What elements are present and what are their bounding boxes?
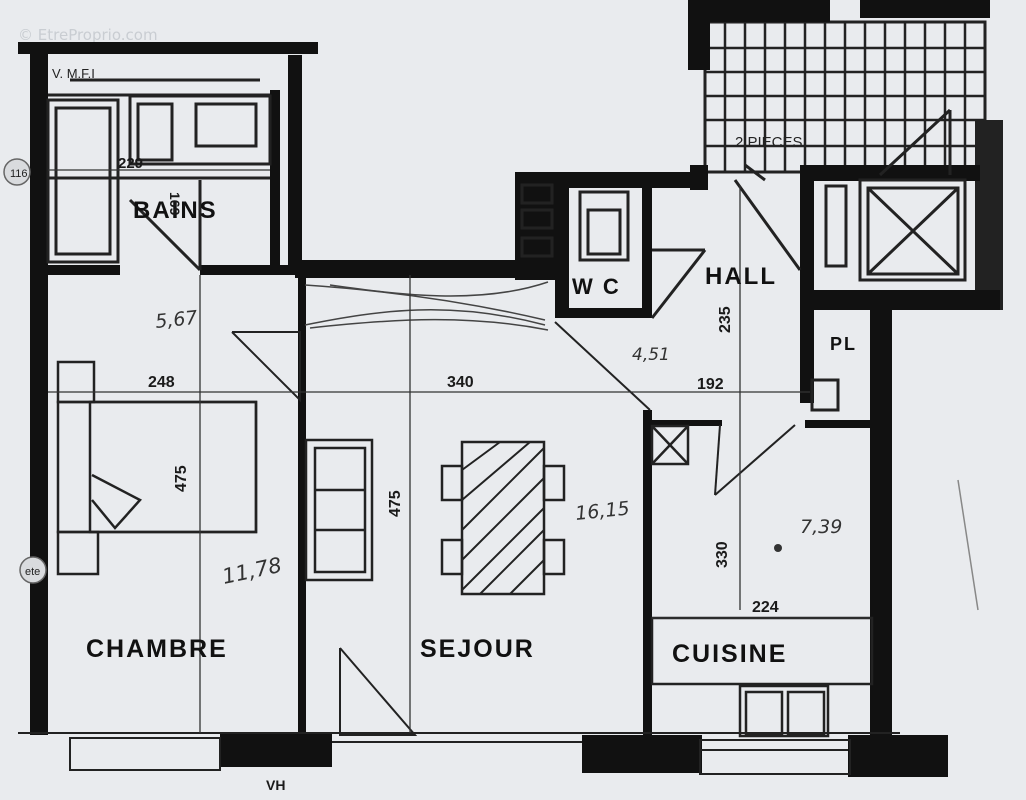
walls [18, 42, 1000, 777]
stairwell-grid [688, 0, 1003, 310]
dim-cuisine-width: 224 [752, 599, 779, 616]
dim-sejour-depth: 475 [387, 490, 404, 517]
door-swings [231, 321, 796, 736]
dim-sejour-width: 340 [447, 374, 474, 391]
dim-chambre-width: 248 [148, 374, 175, 391]
room-label-cuisine: CUISINE [672, 640, 787, 668]
room-label-chambre: CHAMBRE [86, 635, 228, 663]
scribbles [304, 281, 549, 331]
left-tab-text-2: ete [25, 566, 40, 578]
dimension-lines [48, 169, 870, 733]
dining-table [440, 440, 566, 596]
bathroom-fixtures [46, 78, 272, 272]
binder-tabs: 116 ete [3, 158, 47, 584]
room-label-hall: HALL [705, 263, 777, 290]
bathroom-note: V. M.F.I [52, 66, 95, 81]
bed [56, 360, 258, 576]
dim-hall-depth: 235 [717, 306, 734, 333]
watermark: © EtreProprio.com [18, 26, 158, 44]
left-tab-text-1: 116 [10, 168, 28, 180]
dim-chambre-depth: 475 [173, 465, 190, 492]
dim-hall-width: 192 [697, 376, 724, 393]
area-hall: 4,51 [632, 345, 670, 365]
shaft [733, 108, 967, 412]
sofa [304, 438, 374, 582]
room-label-bains: BAINS [133, 197, 218, 224]
pen-mark [957, 479, 979, 611]
area-cuisine: 7,39 [800, 516, 842, 538]
room-label-sejour: SEJOUR [420, 635, 535, 663]
dim-bains-width: 229 [118, 155, 143, 172]
area-5-67: 5,67 [154, 307, 198, 333]
dim-cuisine-depth: 330 [714, 541, 731, 568]
wc-fixtures [520, 183, 707, 319]
cuisine-dot [774, 544, 782, 552]
room-label-wc: W C [572, 274, 621, 299]
bottom-note: VH [266, 777, 285, 793]
building-label: 2 PIECES [735, 134, 803, 151]
dim-bains-depth: 169 [167, 192, 183, 216]
room-label-pl: PL [830, 334, 857, 354]
